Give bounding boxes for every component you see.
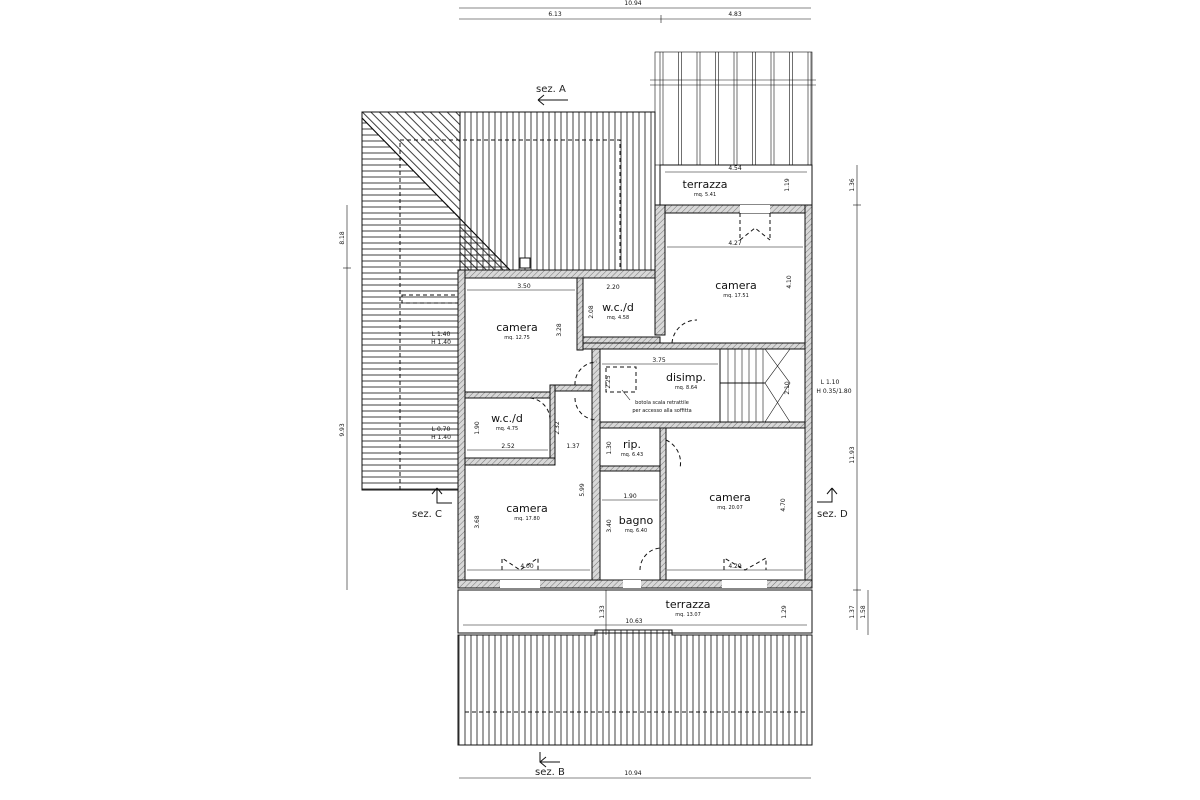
section-a-label: sez. A: [536, 84, 566, 95]
room-wc-2: 2.52 w.c./d mq. 4.75 1.90 2.32 1.37: [467, 412, 580, 451]
roof-upper: [361, 111, 656, 491]
walls: [457, 204, 813, 589]
dim: 1.30: [606, 441, 613, 455]
room-name: terrazza: [683, 178, 728, 191]
room-area: mq. 20.07: [717, 505, 743, 511]
room-name: w.c./d: [602, 301, 634, 314]
window-note: L 1.40: [432, 331, 451, 338]
terrace-top: 4.54 terrazza mq. 5.41 1.19: [659, 164, 813, 206]
room-name: camera: [496, 321, 538, 334]
window-note: H 1.40: [431, 434, 451, 441]
room-name: camera: [506, 502, 548, 515]
dim: 1.90: [623, 493, 637, 500]
dim: 1.37: [566, 443, 580, 450]
room-name: disimp.: [666, 371, 706, 384]
window-note: L 0.70: [432, 426, 451, 433]
dim: 3.50: [517, 283, 531, 290]
room-area: mq. 17.51: [723, 293, 749, 299]
room-wc-1: 2.20 w.c./d mq. 4.58 2.08: [588, 284, 634, 321]
dim: 4.10: [786, 275, 793, 289]
dim: 2.52: [501, 443, 515, 450]
dim: 1.33: [599, 605, 606, 619]
door-swings: [501, 213, 771, 571]
terrace-bottom: 10.63 1.33 1.29 terrazza mq. 13.07: [457, 589, 813, 635]
section-marker-c: sez. C: [412, 487, 452, 520]
section-marker-d: sez. D: [817, 487, 848, 520]
dim: 4.27: [728, 240, 742, 247]
dim: 2.20: [606, 284, 620, 291]
room-name: w.c./d: [491, 412, 523, 425]
room-area: mq. 4.75: [496, 426, 518, 432]
dim-right-bottom-a: 1.37: [849, 605, 856, 619]
room-name: terrazza: [666, 598, 711, 611]
top-dimensions: 10.94 6.13 4.83: [459, 0, 811, 23]
room-disimpegno: 3.75 disimp. mq. 8.64 2.25 botola scala …: [602, 357, 718, 414]
room-area: mq. 8.64: [675, 385, 697, 391]
dim-left-upper: 8.18: [339, 231, 346, 245]
dim-left-lower: 9.93: [339, 423, 346, 437]
dim: 4.54: [728, 165, 742, 172]
dim: 2.10: [784, 381, 791, 395]
dim: 1.19: [784, 178, 791, 192]
dim-right-top: 1.36: [849, 178, 856, 192]
room-name: rip.: [623, 438, 641, 451]
room-area: mq. 17.80: [514, 516, 540, 522]
staircase: 2.10 L 1.10 H 0.35/1.80: [719, 348, 852, 423]
dim-left-top: 6.13: [548, 11, 562, 18]
dim: 4.29: [728, 563, 742, 570]
section-marker-a: sez. A: [536, 84, 568, 106]
dim: 10.63: [625, 618, 642, 625]
dim: 3.40: [606, 519, 613, 533]
room-area: mq. 12.75: [504, 335, 530, 341]
hatch-note: botola scala retrattile: [635, 400, 689, 406]
room-area: mq. 13.07: [675, 612, 701, 618]
window-note: H 0.35/1.80: [816, 388, 851, 395]
room-area: mq. 6.40: [625, 528, 647, 534]
dim: 2.25: [605, 375, 612, 389]
dim-right-bottom-b: 1.58: [860, 605, 867, 619]
section-b-label: sez. B: [535, 767, 565, 778]
bottom-dimensions: 10.94: [459, 770, 811, 779]
dim: 4.70: [780, 498, 787, 512]
room-bagno: 1.90 bagno mq. 6.40 3.40: [602, 493, 658, 534]
dim: 4.00: [520, 563, 534, 570]
dim: 1.90: [474, 421, 481, 435]
dim-total-bottom: 10.94: [624, 770, 641, 777]
dim: 3.68: [474, 515, 481, 529]
room-name: bagno: [619, 514, 654, 527]
right-dimensions: 1.36 11.93 1.37 1.58: [849, 165, 869, 635]
section-c-label: sez. C: [412, 509, 442, 520]
dim-right-top: 4.83: [728, 11, 742, 18]
dim: 3.75: [652, 357, 666, 364]
dim: 1.29: [781, 605, 788, 619]
section-d-label: sez. D: [817, 509, 848, 520]
room-camera-right: 4.27 camera mq. 17.51 4.10: [667, 240, 803, 299]
room-area: mq. 6.43: [621, 452, 643, 458]
dim: 2.32: [554, 421, 561, 435]
room-area: mq. 4.58: [607, 315, 629, 321]
pergola: [650, 51, 816, 166]
roof-lower: [457, 629, 813, 746]
room-camera-3: 4.29 camera mq. 20.07 4.70: [667, 491, 803, 571]
dim: 5.99: [579, 483, 586, 497]
dim: 2.08: [588, 305, 595, 319]
left-dimensions: 8.18 9.93 L 1.40 H 1.40 L 0.70 H 1.40: [339, 205, 451, 590]
window-note: H 1.40: [431, 339, 451, 346]
dim: 3.28: [556, 323, 563, 337]
hatch-note: per accesso alla soffitta: [632, 408, 691, 414]
room-area: mq. 5.41: [694, 192, 716, 198]
room-ripostiglio: rip. mq. 6.43 1.30: [606, 438, 643, 458]
room-name: camera: [715, 279, 757, 292]
room-camera-1: 3.50 camera mq. 12.75 3.28: [467, 283, 575, 341]
dim-right-total: 11.93: [849, 446, 856, 463]
section-marker-b: sez. B: [535, 752, 565, 778]
room-name: camera: [709, 491, 751, 504]
window-note: L 1.10: [821, 379, 840, 386]
dim-total-top: 10.94: [624, 0, 641, 7]
room-camera-2: 4.00 camera mq. 17.80 3.68 5.99: [467, 483, 590, 571]
